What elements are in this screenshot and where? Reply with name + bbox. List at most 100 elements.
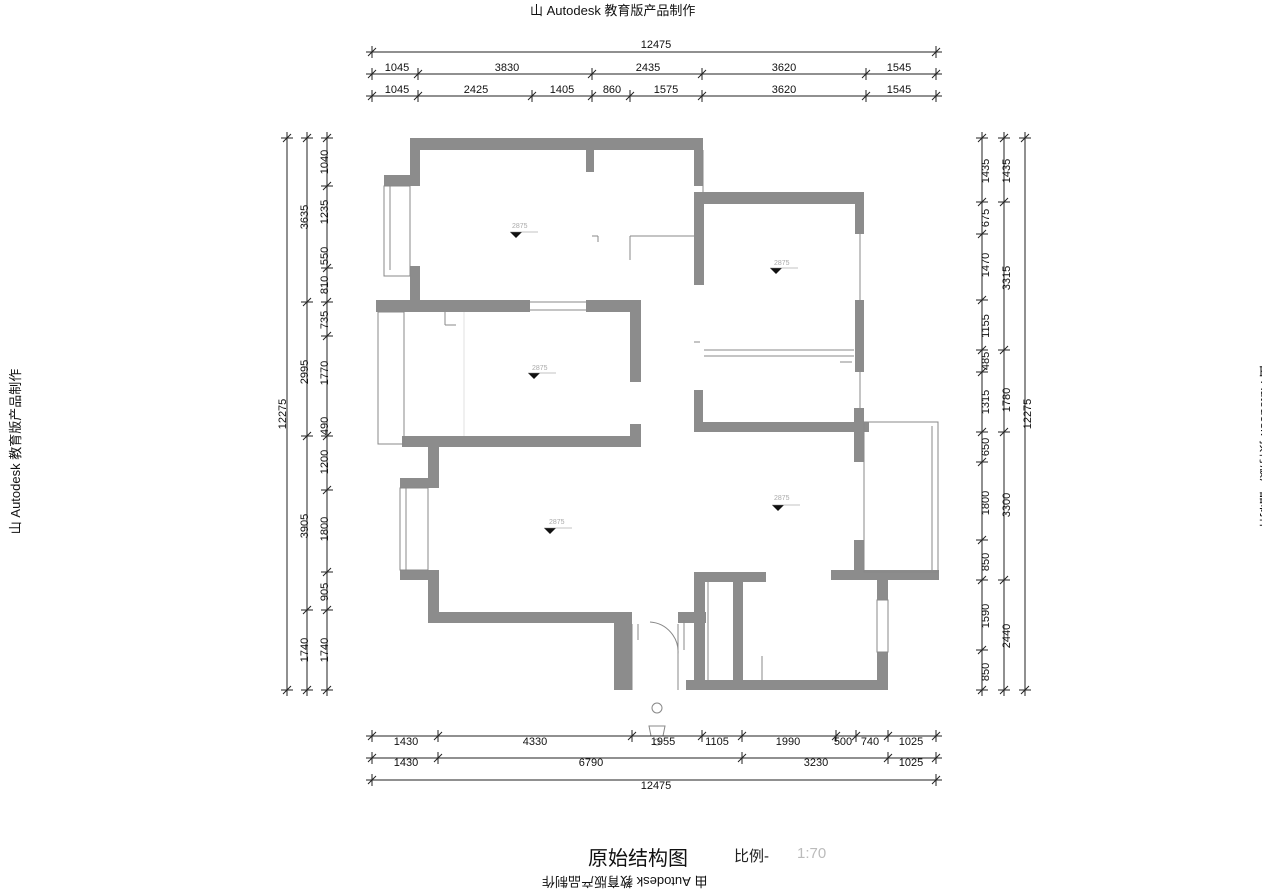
wall	[376, 300, 530, 312]
wall	[630, 300, 641, 382]
wall	[855, 300, 864, 372]
wall	[694, 572, 705, 690]
dim-top-r1: 3620	[772, 62, 796, 74]
wall	[614, 612, 632, 690]
level-triangle	[770, 268, 782, 274]
dim-right-outer: 3315	[1001, 266, 1013, 290]
drawing-title: 原始结构图	[588, 848, 688, 870]
level-triangle	[528, 373, 540, 379]
dim-right-outer: 2440	[1001, 624, 1013, 648]
dimension-lines	[281, 46, 1031, 786]
wall	[428, 612, 632, 623]
wall	[428, 436, 439, 488]
dim-top-total: 12475	[641, 39, 672, 51]
dim-bottom-r2: 3230	[804, 757, 828, 769]
wall	[694, 390, 703, 430]
window	[863, 421, 939, 573]
wall	[877, 570, 888, 600]
level-triangle	[510, 232, 522, 238]
dim-bottom-r1: 1430	[394, 736, 418, 748]
watermark-bottom: 由 Autodesk 教育版产品制作	[542, 874, 708, 889]
watermark-top: 山 Autodesk 教育版产品制作	[530, 3, 696, 18]
dim-top-r2: 3620	[772, 84, 796, 96]
dim-right-total: 12275	[1022, 399, 1034, 430]
scale-value: 1:70	[797, 845, 827, 862]
dim-top-r1: 1045	[385, 62, 409, 74]
wall	[694, 422, 869, 432]
dim-right-inner: 1155	[980, 314, 992, 338]
watermark-right: 由 Autodesk 教育版产品制作	[1258, 365, 1262, 531]
wall	[694, 192, 864, 204]
dim-left-inner: 1235	[319, 200, 331, 224]
dim-right-inner: 850	[980, 553, 992, 571]
level-markers: 2875 2875 2875 2875 2875	[510, 223, 800, 534]
dim-top-r2: 860	[603, 84, 621, 96]
dim-bottom-r2: 1025	[899, 757, 923, 769]
door-swing	[649, 621, 679, 655]
window	[383, 185, 411, 277]
dim-right-outer: 3300	[1001, 493, 1013, 517]
level-text: 2875	[549, 519, 565, 526]
dim-right-inner: 1470	[980, 253, 992, 277]
dim-top-r2: 1575	[654, 84, 678, 96]
dim-right-outer: 1435	[1001, 159, 1013, 183]
dim-left-outer: 2995	[299, 360, 311, 384]
wall	[854, 408, 864, 462]
dim-top-r2: 2425	[464, 84, 488, 96]
dim-left-inner: 1800	[319, 517, 331, 541]
dim-right-inner: 1435	[980, 159, 992, 183]
wall	[410, 138, 703, 150]
dim-bottom-r1: 1955	[651, 736, 675, 748]
wall	[854, 540, 864, 580]
wall	[400, 570, 439, 580]
dim-left-total: 12275	[277, 399, 289, 430]
wall	[384, 175, 420, 186]
walls	[376, 138, 939, 690]
dim-left-outer: 3905	[299, 514, 311, 538]
wall	[586, 300, 641, 312]
watermark-left: 山 Autodesk 教育版产品制作	[8, 368, 24, 535]
dim-top-r2: 1405	[550, 84, 574, 96]
dim-bottom-r1: 740	[861, 736, 879, 748]
level-text: 2875	[512, 223, 528, 230]
dim-left-outer: 1740	[299, 638, 311, 662]
wall	[410, 138, 420, 186]
level-text: 2875	[532, 365, 548, 372]
entrance-symbol	[648, 725, 666, 737]
wall	[678, 612, 706, 623]
dim-top-r1: 2435	[636, 62, 660, 74]
dim-left-inner: 735	[319, 311, 331, 329]
wall	[686, 680, 888, 690]
wall	[694, 192, 704, 285]
dim-right-inner: 650	[980, 438, 992, 456]
dim-bottom-r1: 500	[834, 736, 852, 748]
dim-right-inner: 850	[980, 663, 992, 681]
wall	[733, 572, 743, 690]
dim-top-r2: 1045	[385, 84, 409, 96]
wall	[630, 424, 641, 442]
scale-label: 比例-	[734, 848, 769, 865]
dim-right-inner: 1315	[980, 390, 992, 414]
wall	[428, 570, 439, 622]
wall	[400, 478, 439, 488]
dim-left-inner: 1200	[319, 450, 331, 474]
wall	[410, 266, 420, 302]
level-text: 2875	[774, 260, 790, 267]
wall	[855, 192, 864, 234]
entrance-symbol	[653, 738, 661, 746]
dim-top-r1: 3830	[495, 62, 519, 74]
dim-right-inner: 1800	[980, 491, 992, 515]
dim-right-inner: 485	[980, 352, 992, 370]
dim-left-inner: 905	[319, 583, 331, 601]
dim-right-inner: 1590	[980, 604, 992, 628]
dim-right-outer: 1780	[1001, 388, 1013, 412]
dim-bottom-r1: 1990	[776, 736, 800, 748]
dim-left-inner: 1040	[319, 150, 331, 174]
dim-bottom-r2: 1430	[394, 757, 418, 769]
dim-left-inner: 550	[319, 247, 331, 265]
dim-top-r1: 1545	[887, 62, 911, 74]
wall	[694, 572, 766, 582]
wall	[586, 150, 594, 172]
